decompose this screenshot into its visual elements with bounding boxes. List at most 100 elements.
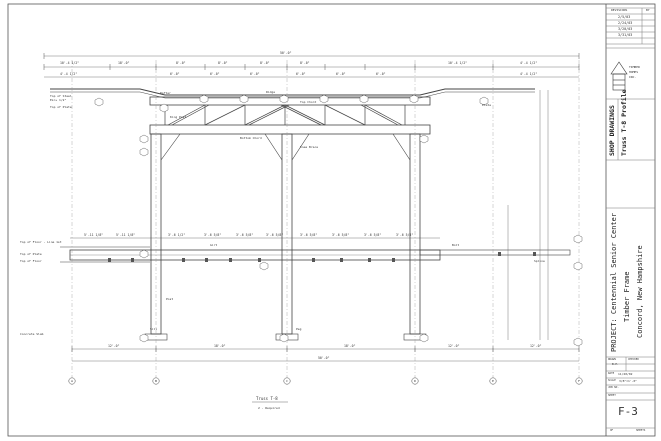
job-number-label: JOB NO. bbox=[608, 386, 619, 389]
project-line-1: PROJECT: Centennial Senior Center bbox=[610, 212, 618, 352]
top-dim-2: 18'-0" bbox=[118, 61, 130, 65]
note-top-of-steel: Top of Steel bbox=[50, 94, 72, 98]
label-post: Post bbox=[166, 297, 173, 301]
label-peg: Peg bbox=[296, 327, 302, 331]
girt-dim-4: 3'-6 5/8" bbox=[204, 233, 221, 237]
scale-value: 3/8"=1'-0" bbox=[619, 379, 638, 383]
label-king-post: King Post bbox=[170, 115, 186, 119]
label-bolt: Bolt bbox=[452, 243, 459, 247]
sub-dim-6: 6'-0" bbox=[336, 72, 346, 76]
top-dim-1: 10'-4 1/2" bbox=[60, 61, 79, 65]
label-girt: Girt bbox=[210, 243, 217, 247]
sheet-label: SHEET bbox=[608, 394, 616, 397]
logo-text-3: INC. bbox=[629, 75, 637, 79]
callout-tags bbox=[94, 94, 583, 347]
top-dim-5: 8'-0" bbox=[260, 61, 270, 65]
label-spline: Spline bbox=[534, 259, 545, 263]
sub-dim-2: 6'-0" bbox=[170, 72, 180, 76]
girt-bolt-markers bbox=[108, 252, 536, 262]
dimension-lines bbox=[44, 55, 579, 362]
drawn-label: DRAWN bbox=[608, 358, 616, 361]
note-top-of-floor-line: Top of Floor - Line 1st bbox=[20, 240, 62, 244]
revision-3: 3/20/03 bbox=[618, 27, 633, 31]
drawn-value: B.P. bbox=[612, 362, 619, 366]
sub-dim-8: 4'-4 1/2" bbox=[520, 72, 537, 76]
sub-dim-5: 6'-0" bbox=[296, 72, 306, 76]
top-dim-6: 8'-0" bbox=[300, 61, 310, 65]
project-line-2: Timber Frame bbox=[623, 271, 631, 322]
label-knee-brace: Knee Brace bbox=[300, 145, 318, 149]
bottom-dim-2: 18'-0" bbox=[214, 344, 226, 348]
label-rafter: Rafter bbox=[160, 91, 171, 95]
checked-label: CHECKED bbox=[628, 358, 639, 361]
date-label: DATE bbox=[608, 372, 615, 375]
overall-dimension-bottom: 50'-0" bbox=[318, 356, 330, 360]
top-dim-3: 8'-0" bbox=[176, 61, 186, 65]
bottom-dim-4: 12'-0" bbox=[448, 344, 460, 348]
note-top-of-plate-lower: Top of Plate bbox=[20, 252, 42, 256]
company-logo-mark bbox=[610, 61, 628, 91]
bottom-dim-1: 12'-0" bbox=[108, 344, 120, 348]
grid-bubble-label-e: E bbox=[492, 379, 494, 383]
label-top-chord: Top Chord bbox=[300, 100, 316, 104]
top-dim-4: 8'-0" bbox=[218, 61, 228, 65]
revisions-header: REVISIONS bbox=[611, 8, 628, 12]
of-label: OF bbox=[610, 429, 614, 432]
grid-bubble-f bbox=[575, 377, 583, 385]
label-bottom-chord: Bottom Chord bbox=[240, 136, 262, 140]
dimension-ticks bbox=[43, 53, 580, 352]
sub-dim-1: 4'-4 1/2" bbox=[60, 72, 77, 76]
grid-bubbles: A B C D E F bbox=[68, 377, 583, 385]
girt-dim-8: 3'-6 5/8" bbox=[332, 233, 349, 237]
note-concrete-slab: Concrete Slab bbox=[20, 332, 44, 336]
note-top-of-floor: Top of Floor bbox=[20, 259, 42, 263]
project-line-3: Concord, New Hampshire bbox=[636, 245, 644, 338]
grid-bubble-c bbox=[283, 377, 291, 385]
scale-label: SCALE bbox=[608, 379, 616, 382]
top-dim-7: 10'-4 1/2" bbox=[448, 61, 467, 65]
revision-1: 2/5/03 bbox=[618, 15, 631, 19]
grid-bubble-label-a: A bbox=[71, 379, 73, 383]
grid-bubble-e bbox=[489, 377, 497, 385]
sheet-number: F-3 bbox=[618, 405, 638, 418]
bottom-dim-3: 18'-0" bbox=[344, 344, 356, 348]
grid-bubble-a bbox=[68, 377, 76, 385]
girt-dim-7: 3'-6 5/8" bbox=[300, 233, 317, 237]
label-sill: Sill bbox=[150, 327, 157, 331]
bottom-dim-5: 12'-0" bbox=[530, 344, 542, 348]
logo-text-1: TIMBER bbox=[629, 65, 640, 69]
revisions-by-header: BY bbox=[646, 8, 650, 12]
drawing-caption-note: 2 - Required bbox=[258, 406, 280, 410]
title-block-grid bbox=[606, 7, 655, 429]
note-top-of-plate-upper: Top of Plate bbox=[50, 105, 72, 109]
note-elevation: EL=+ 1/2" bbox=[50, 98, 66, 102]
girt-dim-9: 3'-6 5/8" bbox=[364, 233, 381, 237]
label-ridge: Ridge bbox=[266, 90, 275, 94]
girt-dim-10: 3'-6 5/8" bbox=[396, 233, 413, 237]
sheet-heading: SHOP DRAWINGS bbox=[608, 105, 616, 156]
revision-2: 2/24/03 bbox=[618, 21, 633, 25]
sub-dim-3: 6'-0" bbox=[210, 72, 220, 76]
grid-bubble-label-f: F bbox=[578, 379, 580, 383]
girt-dim-5: 3'-6 5/8" bbox=[236, 233, 253, 237]
label-plate: Plate bbox=[482, 103, 491, 107]
grid-bubble-label-d: D bbox=[414, 379, 416, 383]
girt-dim-3: 3'-6 1/2" bbox=[168, 233, 185, 237]
grid-bubble-b bbox=[152, 377, 160, 385]
sub-dim-4: 6'-0" bbox=[250, 72, 260, 76]
logo-text-2: HOMES bbox=[629, 70, 639, 74]
truss-frame bbox=[50, 88, 571, 341]
drawing-caption: Truss T-8 bbox=[256, 396, 278, 401]
sheets-label: SHEETS bbox=[636, 429, 646, 432]
girt-dim-1: 5'-11 1/8" bbox=[84, 233, 103, 237]
sub-dim-7: 6'-0" bbox=[376, 72, 386, 76]
grid-bubble-label-b: B bbox=[155, 379, 157, 383]
grid-bubble-d bbox=[411, 377, 419, 385]
sheet-border bbox=[7, 3, 656, 437]
revision-4: 3/31/03 bbox=[618, 33, 633, 37]
grid-lines bbox=[71, 60, 580, 377]
top-dim-8: 4'-4 1/2" bbox=[520, 61, 537, 65]
grid-bubble-label-c: C bbox=[286, 379, 288, 383]
sheet-subject: Truss T-8 Profile bbox=[620, 89, 628, 156]
